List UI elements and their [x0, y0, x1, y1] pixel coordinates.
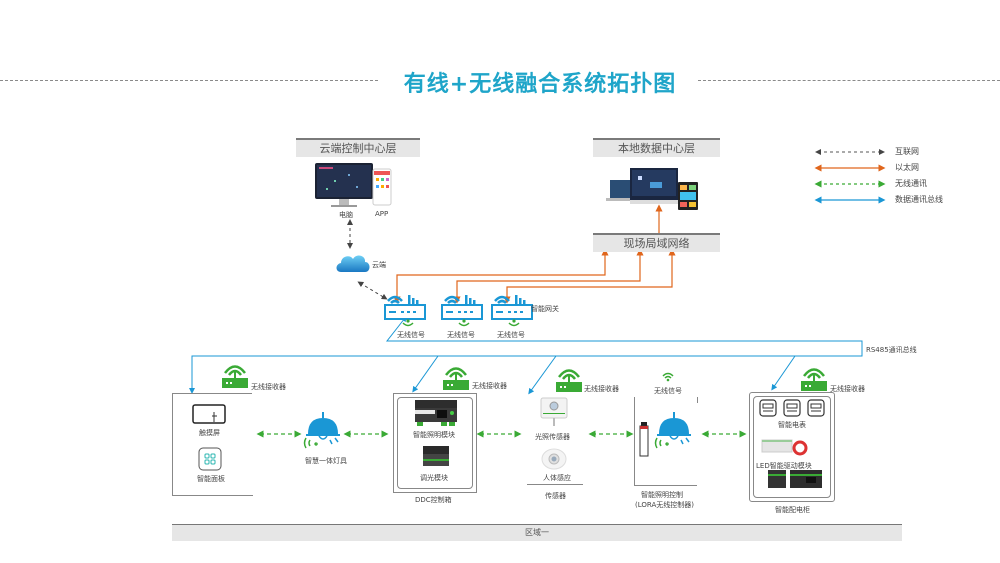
dimming-module-icon: [423, 446, 449, 466]
smart-meter-label: 智能电表: [778, 421, 806, 429]
motion-sensor-icon: [541, 448, 567, 470]
touch-box-top: [172, 393, 252, 394]
legend-line-bus: [814, 196, 886, 204]
lan-header: 现场局域网络: [593, 233, 720, 252]
dimming-module-label: 调光模块: [420, 474, 448, 482]
legend-item-bus: 数据通讯总线: [814, 194, 965, 208]
sensor-divider: [527, 484, 583, 485]
title-bar: 有线+无线融合系统拓扑图: [0, 66, 1000, 102]
legend-item-internet: 互联网: [815, 146, 965, 160]
light-sensor-label: 光照传感器: [535, 433, 570, 441]
smart-panel-icon: [198, 447, 222, 471]
legend-line-ethernet: [814, 164, 886, 172]
wireless-signal-icon: [458, 319, 470, 327]
ddc-box-label: DDC控制箱: [415, 496, 452, 504]
ddc-box: [393, 393, 477, 493]
server-computers-icon: [606, 168, 698, 210]
motion-sensor-label: 人体感应: [543, 474, 571, 482]
title-divider-left: [0, 80, 378, 81]
wireless-signal-icon: [662, 372, 674, 382]
legend-item-ethernet: 以太网: [814, 162, 965, 176]
lora-box-right: [697, 397, 698, 403]
gateway-signal-label: 无线信号: [447, 331, 475, 339]
receiver-label: 无线接收器: [584, 385, 619, 393]
wireless-signal-icon: [508, 319, 520, 327]
legend-label: 无线通讯: [895, 179, 927, 188]
ethernet-line-3: [503, 248, 676, 304]
legend-label: 以太网: [895, 163, 919, 172]
router-icon: [441, 295, 483, 320]
lighting-module-label: 智能照明模块: [413, 431, 455, 439]
cloud-icon: [336, 255, 370, 272]
bus-branch-sensor: [528, 355, 557, 395]
wireless-receiver-icon: [556, 369, 582, 392]
smart-lamp-label: 智慧一体灯具: [305, 457, 347, 465]
touchscreen-label: 触摸屏: [199, 429, 220, 437]
pc-monitor-icon: [315, 163, 392, 207]
gateway-signal-label: 无线信号: [497, 331, 525, 339]
smart-lamp-icon: [654, 412, 691, 449]
lora-label-line2: (LORA无线控制器): [635, 501, 694, 509]
app-label: APP: [375, 210, 389, 218]
receiver-label: 无线接收器: [472, 382, 507, 390]
smart-panel-label: 智能面板: [197, 475, 225, 483]
lora-signal-label: 无线信号: [654, 387, 682, 395]
legend-label: 互联网: [895, 147, 919, 156]
bus-label: RS485通讯总线: [866, 346, 917, 354]
smart-lamp-icon: [303, 412, 340, 449]
smart-meter-icons: [759, 399, 825, 417]
wireless-receiver-icon: [222, 365, 248, 388]
lora-label-line1: 智能照明控制: [641, 491, 683, 499]
lighting-module-icon: [415, 400, 457, 426]
wireless-signal-icon: [402, 319, 414, 327]
lora-controller-icon: [639, 422, 649, 457]
lora-box-bottom: [634, 485, 697, 486]
zone-footer: 区域一: [172, 524, 902, 541]
legend-line-internet: [815, 149, 885, 155]
bus-line-main: [189, 315, 863, 394]
router-icon: [384, 295, 426, 320]
title-divider-right: [698, 80, 1000, 81]
bus-branch-cabinet: [771, 355, 796, 391]
cloud-layer-header: 云端控制中心层: [296, 138, 420, 157]
lora-box-left: [634, 397, 635, 485]
cloud-label: 云端: [372, 261, 386, 269]
wireless-receiver-icon: [443, 367, 469, 390]
led-driver-label: LED智能驱动模块: [756, 462, 812, 470]
bus-branch-ddc: [412, 355, 439, 393]
receiver-label: 无线接收器: [251, 383, 286, 391]
led-driver-icon: [761, 439, 808, 456]
router-icon: [491, 295, 533, 320]
legend-label: 数据通讯总线: [895, 195, 943, 204]
local-layer-header: 本地数据中心层: [593, 138, 720, 157]
pc-label: 电脑: [339, 211, 353, 219]
gateway-group-label: 智能网关: [531, 305, 559, 313]
wireless-receiver-icon: [801, 368, 827, 391]
page-title: 有线+无线融合系统拓扑图: [403, 72, 677, 97]
distribution-modules-icon: [768, 470, 822, 488]
ddc-inner-frame: [397, 397, 473, 489]
cabinet-inner-frame: [753, 396, 831, 498]
receiver-label: 无线接收器: [830, 385, 865, 393]
cabinet-box-label: 智能配电柜: [775, 506, 810, 514]
legend-item-wireless: 无线通讯: [814, 178, 965, 192]
sensor-group-label: 传感器: [545, 492, 566, 500]
gateway-signal-label: 无线信号: [397, 331, 425, 339]
light-sensor-icon: [540, 397, 568, 426]
legend-line-wireless: [814, 180, 886, 188]
touchscreen-icon: [192, 404, 226, 424]
internet-line-cloud-gateway: [357, 281, 388, 300]
